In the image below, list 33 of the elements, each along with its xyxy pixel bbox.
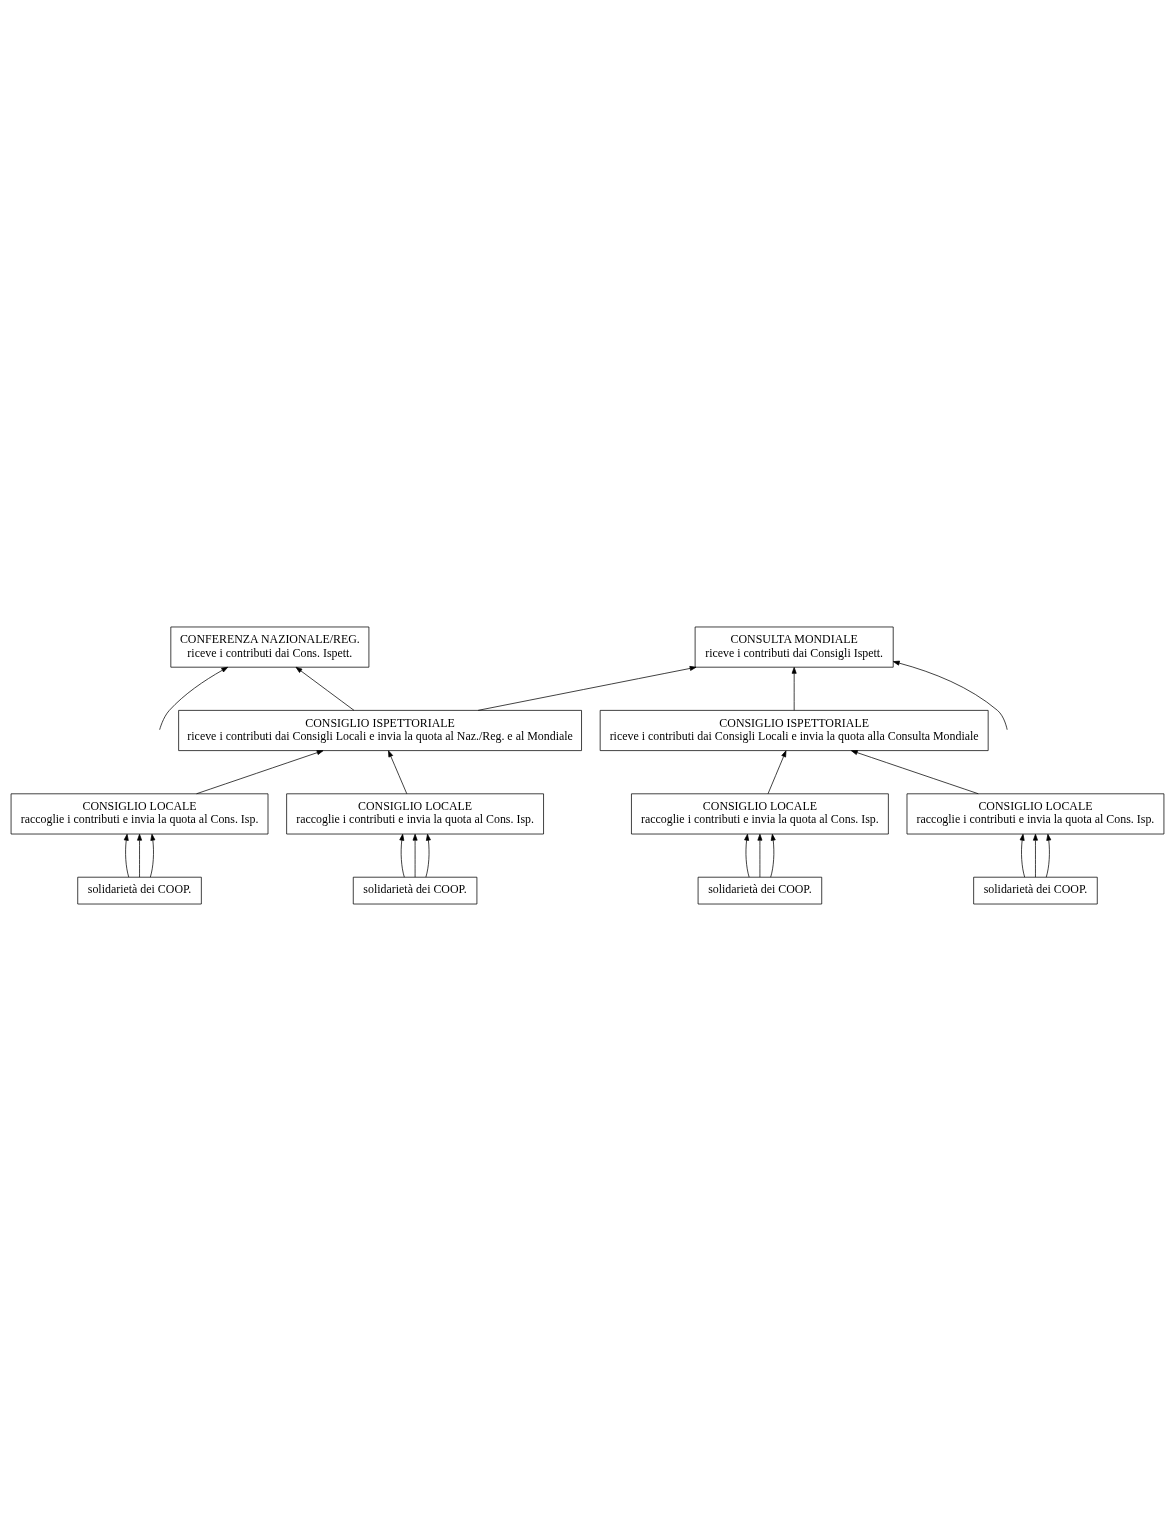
arrow (767, 749, 787, 794)
node-box: solidarietà dei COOP. (973, 876, 1098, 904)
arrow (851, 749, 979, 794)
node-box: CONFERENZA NAZIONALE/REG. riceve i contributi dai Cons. Ispett. (170, 626, 370, 668)
arrow (425, 833, 431, 877)
arrow (1019, 833, 1026, 877)
arrow (149, 833, 156, 877)
arrow (1045, 833, 1052, 877)
node-box: CONSULTA MONDIALE riceve i contributi dai Consigli Ispett. (694, 626, 894, 668)
node-box: CONSIGLIO LOCALE raccoglie i contributi e invia la quota al Cons. Isp. (286, 792, 544, 834)
arrow (399, 833, 405, 877)
arrow (892, 660, 1008, 730)
node-box: CONSIGLIO LOCALE raccoglie i contributi e invia la quota al Cons. Isp. (906, 792, 1165, 834)
arrow (388, 749, 408, 794)
arrow (159, 666, 229, 730)
node-box: solidarietà dei COOP. (77, 876, 202, 904)
node-box: CONSIGLIO LOCALE raccoglie i contributi e invia la quota al Cons. Isp. (631, 792, 889, 834)
node-box: CONSIGLIO ISPETTORIALE riceve i contributi dai Consigli Locali e invia la quota al Naz./Reg. e al Mondiale (178, 709, 582, 751)
arrow (791, 666, 797, 711)
arrow (757, 833, 763, 877)
arrow (477, 665, 697, 711)
arrow (1033, 833, 1038, 877)
arrow (744, 833, 750, 877)
arrow (295, 666, 355, 711)
node-box: CONSIGLIO LOCALE raccoglie i contributi e invia la quota al Cons. Isp. (10, 792, 269, 834)
arrow (770, 833, 776, 877)
node-box: CONSIGLIO ISPETTORIALE riceve i contributi dai Consigli Locali e invia la quota alla Consulta Mondiale (599, 709, 989, 751)
arrow (196, 749, 324, 794)
arrow (137, 833, 142, 877)
arrow (123, 833, 130, 877)
arrow (412, 833, 418, 877)
node-box: solidarietà dei COOP. (352, 876, 478, 904)
node-box: solidarietà dei COOP. (697, 876, 823, 904)
